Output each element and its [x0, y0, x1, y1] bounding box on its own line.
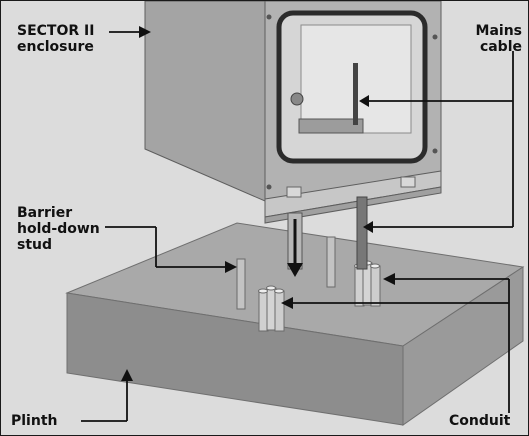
insertion-arrow: [287, 219, 303, 277]
plinth: [65, 222, 525, 426]
arrowhead-sector: [139, 26, 151, 38]
plinth-right-face: [402, 266, 524, 426]
enclosure-left-face: [144, 1, 266, 202]
enclosure-base-lip: [264, 186, 442, 224]
arrowhead-conduit-center: [281, 297, 293, 309]
barrier-stud-right: [326, 236, 336, 288]
screw-bottom-left: [266, 184, 272, 190]
barrier-stud-left: [236, 258, 246, 310]
sector-enclosure: [144, 1, 442, 224]
enclosure-bottom-tab-right: [400, 176, 416, 188]
barrier-studs: [236, 236, 336, 310]
mains-cable-sheath: [356, 196, 368, 270]
screw-top-right: [432, 34, 438, 40]
enclosure-bottom-tab-left: [286, 186, 302, 198]
arrowhead-barrier: [225, 261, 237, 273]
label-plinth: Plinth: [11, 413, 58, 429]
interior-rod: [353, 63, 358, 125]
arrowhead-mains-top: [359, 95, 369, 107]
label-mains-cable: Mains cable: [475, 23, 522, 55]
leader-arrowheads: [121, 26, 395, 381]
interior-knob: [290, 92, 304, 106]
arrowhead-conduit-top: [383, 273, 395, 285]
label-conduit: Conduit: [449, 413, 511, 429]
label-sector-enclosure: SECTOR II enclosure: [17, 23, 95, 55]
arrowhead-plinth: [121, 369, 133, 381]
conduits-center: [258, 285, 285, 332]
leader-lines: [81, 31, 514, 422]
label-barrier-stud: Barrier hold-down stud: [17, 205, 100, 253]
arrowhead-mains-low: [363, 221, 373, 233]
interior-shelf: [298, 118, 364, 134]
screw-top-left: [266, 14, 272, 20]
screw-mid-right: [432, 148, 438, 154]
